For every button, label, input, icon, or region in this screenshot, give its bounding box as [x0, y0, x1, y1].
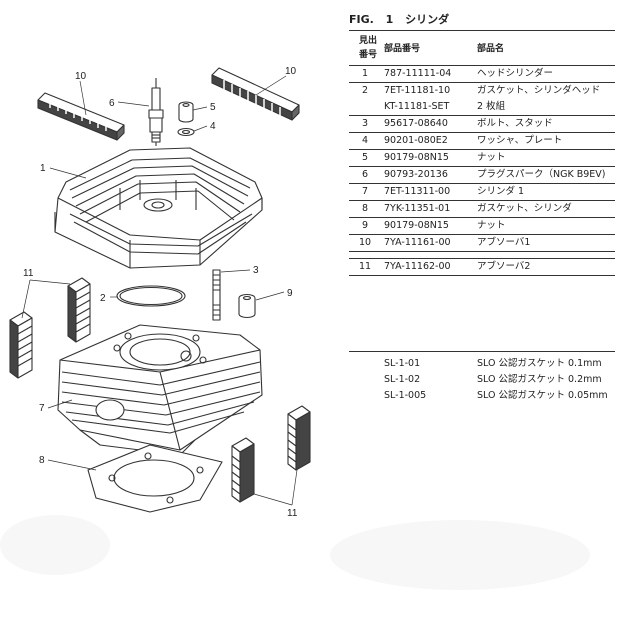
exploded-parts-diagram: 10 10 6 5 4 1 3 2 9 11 7 8 11: [9, 66, 311, 519]
cylinder-7: [57, 324, 263, 456]
figure-number: 1: [385, 13, 394, 26]
table-header: 見出 番号 部品番号 部品名: [349, 30, 615, 66]
callout-6: 6: [109, 98, 115, 109]
head-gasket-2: [116, 285, 186, 307]
nut-5: [178, 101, 194, 123]
scan-smudge: [0, 515, 110, 575]
stud-bolt-3: [212, 269, 221, 321]
spark-plug-6: [148, 78, 164, 146]
callout-10-left: 10: [75, 71, 87, 82]
header-ref-number: 見出 番号: [359, 36, 378, 60]
header-part-number: 部品番号: [384, 44, 421, 54]
header-part-name: 部品名: [477, 44, 505, 54]
nut-9: [238, 293, 256, 319]
callout-5: 5: [210, 102, 216, 113]
cylinder-head-1: [54, 147, 263, 269]
figure-title-text: シリンダ: [405, 13, 450, 26]
callout-3: 3: [253, 265, 259, 276]
base-gasket-8: [87, 444, 223, 513]
callout-11-left: 11: [23, 268, 34, 279]
callout-2: 2: [100, 293, 106, 304]
washer-4: [177, 127, 195, 137]
absorber-11-right-a: [287, 405, 311, 471]
callout-11-right: 11: [287, 508, 298, 519]
callout-1: 1: [40, 163, 46, 174]
callout-7: 7: [39, 403, 45, 414]
slo-divider: [349, 351, 615, 352]
callout-8: 8: [39, 455, 45, 466]
absorber-11-left-b: [67, 277, 91, 343]
callout-4: 4: [210, 121, 216, 132]
callout-10-right: 10: [285, 66, 297, 77]
leader-lines: [21, 75, 298, 506]
absorber-10-left: [37, 92, 125, 141]
scan-smudge: [330, 520, 590, 590]
absorber-11-left-a: [9, 311, 33, 379]
figure-title: FIG. 1 シリンダ: [349, 11, 457, 27]
absorber-11-right-b: [231, 437, 255, 503]
figure-label: FIG.: [349, 13, 374, 26]
callout-9: 9: [287, 288, 293, 299]
absorber-10-right: [211, 67, 300, 121]
